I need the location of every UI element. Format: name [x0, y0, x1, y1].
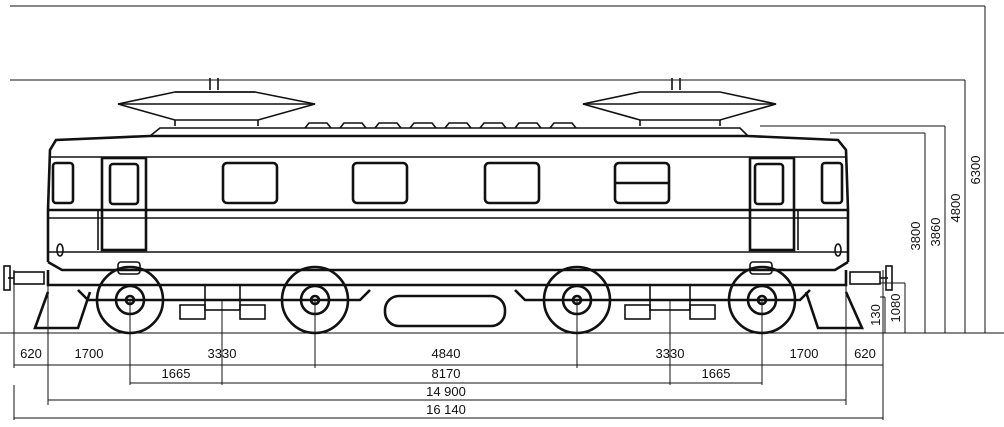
dim-bogie2-wheelbase: 3330 — [656, 346, 685, 361]
wheel-1 — [95, 265, 165, 335]
wheel-3 — [542, 265, 612, 335]
dim-axle4-to-rear: 1700 — [790, 346, 819, 361]
running-gear — [3, 261, 893, 335]
dim-body-height: 3800 — [908, 222, 923, 251]
dim-right-overhang: 620 — [854, 346, 876, 361]
vertical-dimension-lines — [884, 6, 986, 333]
dim-max-height: 6300 — [968, 156, 983, 185]
buffer-right — [849, 265, 893, 291]
wheel-2 — [280, 265, 350, 335]
dimension-row1: 620 1700 3330 4840 3330 1700 620 — [20, 346, 876, 361]
windows — [51, 161, 844, 206]
dim-body-length: 14 900 — [426, 384, 466, 399]
dimension-row2: 1665 8170 1665 — [162, 366, 731, 381]
dim-floor-clearance: 130 — [868, 304, 883, 326]
roof-equipment — [147, 122, 750, 137]
dim-roof-height: 3860 — [928, 218, 943, 247]
dim-inter-bogie: 4840 — [432, 346, 461, 361]
horizontal-dimension-lines — [14, 364, 883, 419]
dim-front-to-axle1: 1700 — [75, 346, 104, 361]
dim-left-overhang: 620 — [20, 346, 42, 361]
buffer-left — [3, 265, 45, 291]
locomotive-body — [46, 134, 850, 287]
dim-buffer-height: 1080 — [888, 294, 903, 323]
dim-bogie1-wheelbase: 3330 — [208, 346, 237, 361]
dim-overall-length: 16 140 — [426, 402, 466, 417]
dim-half-wheelbase-right: 1665 — [702, 366, 731, 381]
dim-bogie-centers: 8170 — [432, 366, 461, 381]
dim-half-wheelbase-left: 1665 — [162, 366, 191, 381]
wheel-4 — [727, 265, 797, 335]
pantograph-right — [582, 78, 777, 126]
dim-pantograph-lowered: 4800 — [948, 194, 963, 223]
pantograph-left — [117, 78, 316, 126]
vertical-dimension-labels: 130 1080 3800 3860 4800 6300 — [868, 156, 983, 326]
